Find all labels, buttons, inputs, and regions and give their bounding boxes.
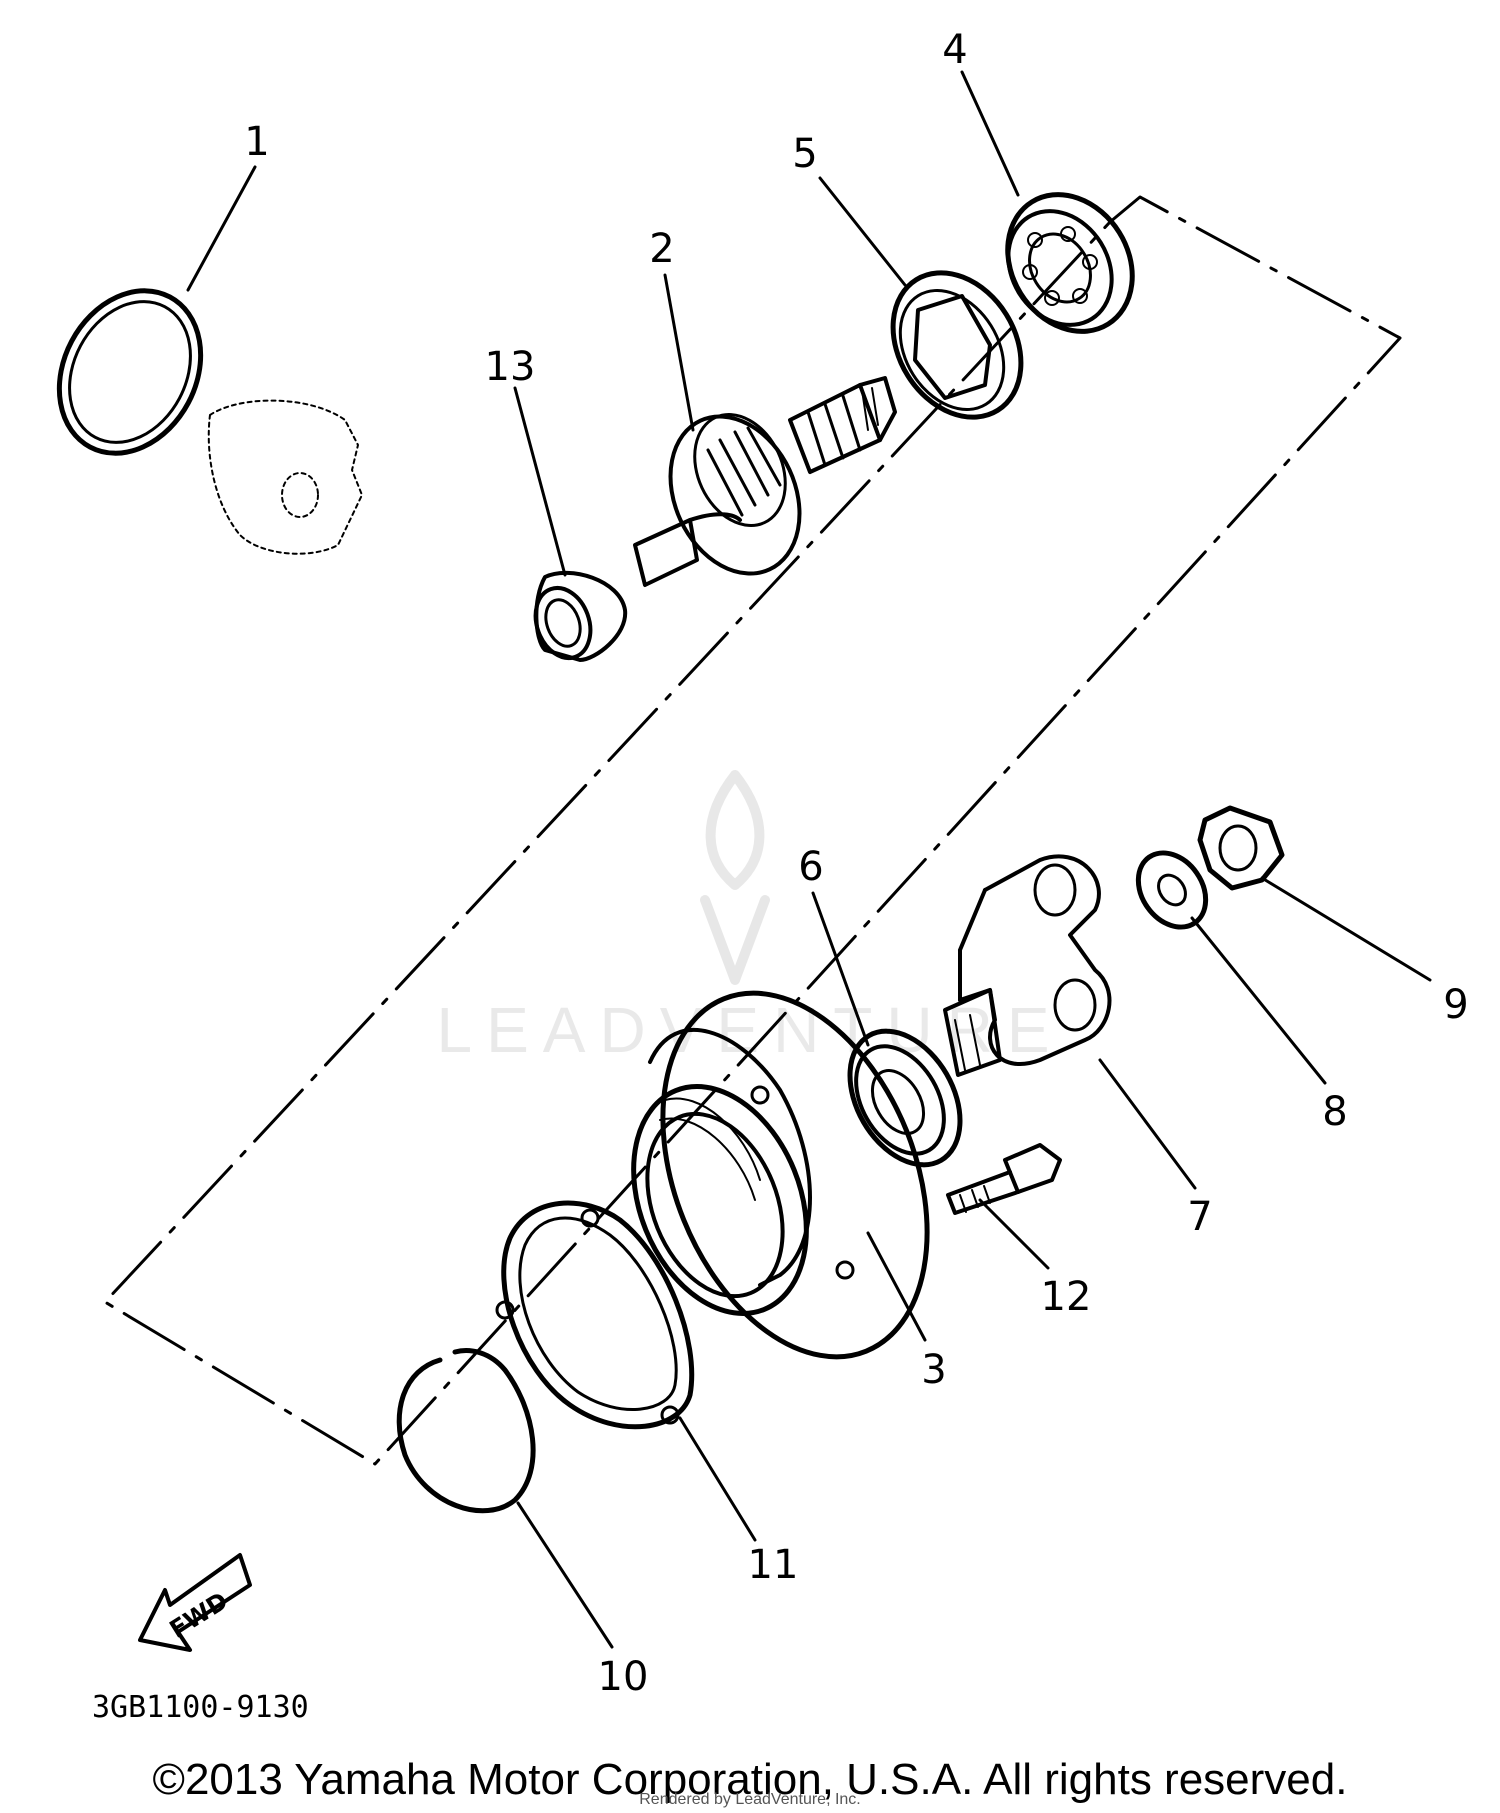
callout-11: 11 [748, 1542, 799, 1588]
callout-5: 5 [792, 131, 817, 177]
callout-13: 13 [485, 344, 536, 390]
callout-6: 6 [798, 844, 823, 890]
callout-1: 1 [244, 119, 269, 165]
leadventure-watermark: LEADVENTURE [437, 770, 1050, 1066]
part-13-bearing [533, 570, 628, 662]
leader-lines [186, 70, 1432, 1649]
part-7-yoke [943, 854, 1112, 1077]
part-6-oil-seal [847, 1028, 963, 1168]
callout-3: 3 [921, 1347, 946, 1393]
part-9-nut [1197, 805, 1285, 891]
callout-10: 10 [598, 1654, 649, 1700]
part-2-shaft-gear [633, 376, 897, 587]
callout-12: 12 [1041, 1274, 1092, 1320]
gear-reference-ghost [207, 399, 363, 555]
copyright-notice: ©2013 Yamaha Motor Corporation, U.S.A. A… [152, 1755, 1348, 1804]
part-4-ball-bearing [1005, 192, 1135, 334]
part-5-oil-seal [890, 270, 1024, 420]
callout-numbers: 1 2 3 4 5 6 7 8 9 10 11 12 13 [244, 27, 1468, 1700]
diagram-part-code: 3GB1100-9130 [92, 1690, 309, 1725]
callout-2: 2 [649, 226, 674, 272]
watermark-flame-icon [700, 770, 770, 985]
callout-8: 8 [1322, 1089, 1347, 1135]
rendered-by-credit: Rendered by LeadVenture, Inc. [639, 1791, 861, 1808]
callout-4: 4 [942, 27, 967, 73]
fwd-arrow-icon: FWD [138, 1553, 252, 1652]
part-10-circlip [396, 1348, 536, 1514]
callout-9: 9 [1443, 982, 1468, 1028]
assembly-boundary-line [103, 195, 1402, 1466]
part-12-bolt [946, 1143, 1062, 1215]
callout-7: 7 [1187, 1194, 1212, 1240]
part-11-gasket [495, 1200, 695, 1430]
part-1-o-ring [56, 288, 204, 456]
part-3-housing [631, 990, 930, 1360]
